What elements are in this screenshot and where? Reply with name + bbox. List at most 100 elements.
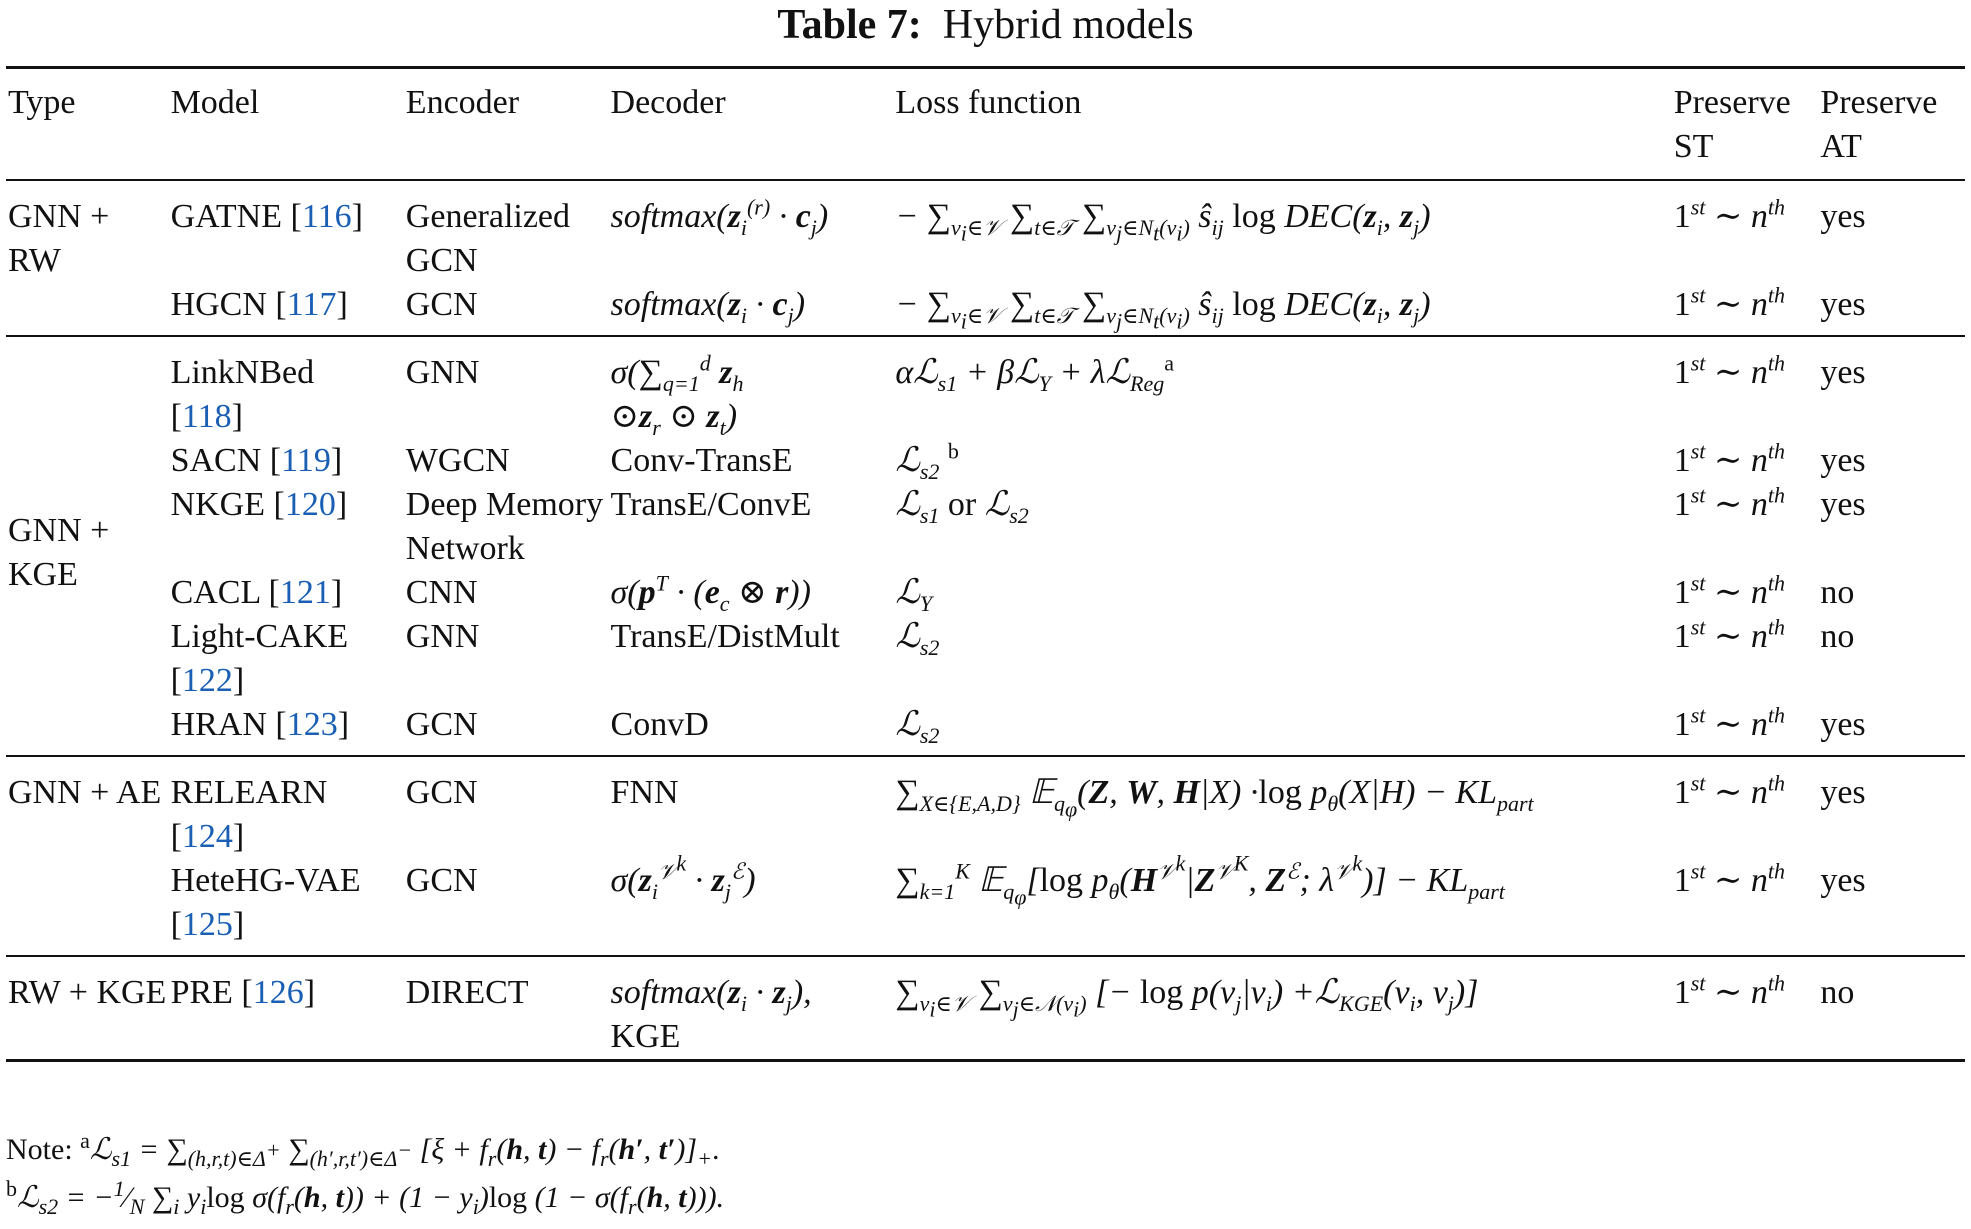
- loss-cell: ℒs2: [895, 618, 940, 660]
- citation-link[interactable]: 118: [181, 398, 232, 435]
- table-notes: Note: aℒs1 = ∑(h,r,t)∈Δ+ ∑(h′,r,t′)∈Δ− […: [6, 1126, 724, 1222]
- type-cell: RW + KGE: [6, 956, 169, 1062]
- encoder-cell: GCN: [403, 283, 609, 337]
- col-header-decoder: Decoder: [608, 66, 894, 181]
- model-cell: CACL [121]: [170, 574, 343, 611]
- model-cell: LinkNBed[118]: [170, 354, 315, 435]
- header-row: Type Model Encoder Decoder Loss function…: [6, 66, 1965, 181]
- decoder-cell: σ(pT · (ec ⊗ r)): [610, 570, 811, 616]
- preserve-st-cell: 1st ∼ nth: [1671, 859, 1819, 957]
- decoder-cell: TransE/DistMult: [610, 618, 840, 655]
- loss-cell: ℒs2 b: [895, 438, 959, 484]
- loss-cell: ∑vi∈𝒱 ∑vj∈𝒩(vi) [− log p(vj|vi) +ℒKGE(vi…: [893, 956, 1672, 1062]
- preserve-at-cell: yes: [1818, 703, 1965, 757]
- table-row: NKGE [120] Deep Memory Network TransE/Co…: [6, 483, 1965, 571]
- citation-link[interactable]: 124: [181, 818, 233, 855]
- decoder-cell: ConvD: [608, 703, 894, 757]
- table-row: CACL [121] CNN σ(pT · (ec ⊗ r)) ℒY 1st ∼…: [6, 571, 1965, 615]
- loss-cell: − ∑vi∈𝒱 ∑t∈𝒯 ∑vj∈Nt(vi) ŝij log DEC(zi, …: [893, 283, 1672, 337]
- preserve-at-cell: no: [1820, 618, 1855, 655]
- citation-link[interactable]: 125: [181, 906, 233, 943]
- col-header-model: Model: [168, 66, 404, 181]
- model-cell: HGCN [117]: [168, 283, 404, 337]
- citation-link[interactable]: 122: [181, 662, 233, 699]
- encoder-cell: GCN: [403, 859, 609, 957]
- decoder-cell: Conv-TransE: [610, 442, 793, 479]
- preserve-st-cell: 1st ∼ nth: [1673, 438, 1785, 479]
- table-row: HGCN [117] GCN softmax(zi · cj) − ∑vi∈𝒱 …: [6, 283, 1965, 337]
- model-cell: RELEARN[124]: [170, 774, 328, 855]
- model-cell: Light-CAKE[122]: [170, 618, 349, 699]
- table-row: RW + KGE PRE [126] DIRECT softmax(zi · z…: [6, 956, 1965, 1062]
- encoder-cell: DIRECT: [403, 956, 609, 1062]
- loss-cell: − ∑vi∈𝒱 ∑t∈𝒯 ∑vj∈Nt(vi) ŝij log DEC(zi, …: [895, 198, 1431, 246]
- decoder-cell: TransE/ConvE: [610, 486, 812, 523]
- note-a: Note: aℒs1 = ∑(h,r,t)∈Δ+ ∑(h′,r,t′)∈Δ− […: [6, 1128, 720, 1171]
- preserve-at-cell: yes: [1818, 859, 1965, 957]
- encoder-cell: WGCN: [405, 442, 510, 479]
- decoder-cell: softmax(zi · cj): [608, 283, 894, 337]
- table-row: GNN + RW GATNE [116] Generalized GCN sof…: [6, 180, 1965, 337]
- decoder-cell: FNN: [610, 774, 679, 811]
- type-cell: GNN + RW: [6, 180, 169, 337]
- loss-cell: ∑X∈{E,A,D} 𝔼qφ(Z, W, H|X) ·log pθ(X|H) −…: [895, 774, 1534, 822]
- encoder-cell: GNN: [405, 618, 480, 655]
- preserve-st-cell: 1st ∼ nth: [1673, 570, 1785, 611]
- model-cell: HeteHG-VAE[125]: [168, 859, 404, 957]
- col-header-loss: Loss function: [893, 66, 1672, 181]
- decoder-cell: σ(∑q=1d zh⊙zr ⊙ zt): [610, 350, 744, 440]
- preserve-at-cell: no: [1818, 956, 1965, 1062]
- preserve-at-cell: yes: [1820, 486, 1866, 523]
- encoder-cell: GCN: [403, 703, 609, 757]
- encoder-cell: Generalized GCN: [405, 198, 571, 279]
- col-header-preserve-st: Preserve ST: [1671, 66, 1819, 181]
- loss-cell: ℒs1 or ℒs2: [895, 486, 1029, 528]
- preserve-at-cell: yes: [1820, 354, 1866, 391]
- preserve-st-cell: 1st ∼ nth: [1671, 703, 1819, 757]
- table-row: GNN + AE RELEARN[124] GCN FNN ∑X∈{E,A,D}…: [6, 756, 1965, 957]
- model-cell: NKGE [120]: [170, 486, 348, 523]
- preserve-st-cell: 1st ∼ nth: [1673, 770, 1785, 811]
- type-cell: GNN + KGE: [6, 336, 169, 757]
- citation-link[interactable]: 119: [281, 442, 331, 479]
- hybrid-models-table: Type Model Encoder Decoder Loss function…: [6, 66, 1965, 1062]
- table-caption: Table 7: Hybrid models: [0, 0, 1971, 50]
- citation-link[interactable]: 126: [252, 974, 304, 1011]
- encoder-cell: GCN: [405, 774, 478, 811]
- preserve-st-cell: 1st ∼ nth: [1673, 350, 1785, 391]
- table-row: GNN + KGE LinkNBed[118] GNN σ(∑q=1d zh⊙z…: [6, 336, 1965, 757]
- col-header-type: Type: [6, 66, 169, 181]
- citation-link[interactable]: 123: [286, 706, 338, 743]
- loss-cell: ∑k=1K 𝔼qφ[log pθ(H𝒱k|Z𝒱K, Zℰ; λ𝒱k)] − KL…: [893, 852, 1672, 957]
- citation-link[interactable]: 116: [301, 198, 352, 235]
- decoder-cell: softmax(zi · zj),KGE: [608, 956, 894, 1062]
- model-cell: SACN [119]: [170, 442, 343, 479]
- table-row: HeteHG-VAE[125] GCN σ(zi𝒱k · zjℰ) ∑k=1K …: [6, 852, 1965, 957]
- col-header-encoder: Encoder: [403, 66, 609, 181]
- decoder-cell: softmax(zi(r) · cj): [610, 194, 829, 240]
- citation-link[interactable]: 121: [279, 574, 331, 611]
- loss-cell: αℒs1 + βℒY + λℒRega: [895, 350, 1174, 396]
- preserve-st-cell: 1st ∼ nth: [1671, 283, 1819, 337]
- loss-cell: ℒY: [895, 574, 933, 616]
- preserve-at-cell: yes: [1820, 442, 1866, 479]
- table-title: Hybrid models: [942, 2, 1194, 48]
- table-row: Light-CAKE[122] GNN TransE/DistMult ℒs2 …: [6, 615, 1965, 703]
- citation-link[interactable]: 120: [284, 486, 336, 523]
- model-cell: HRAN [123]: [168, 703, 404, 757]
- encoder-cell: CNN: [405, 574, 478, 611]
- preserve-at-cell: yes: [1818, 283, 1965, 337]
- decoder-cell: σ(zi𝒱k · zjℰ): [608, 852, 894, 957]
- note-b: bℒs2 = −1⁄N ∑i yilog σ(fr(h, t)) + (1 − …: [6, 1176, 725, 1219]
- type-cell: GNN + AE: [6, 756, 169, 957]
- encoder-cell: GNN: [405, 354, 480, 391]
- encoder-cell: Deep Memory Network: [405, 486, 604, 567]
- table-row: HRAN [123] GCN ConvD ℒs2 1st ∼ nth yes: [6, 703, 1965, 757]
- table-row: SACN [119] WGCN Conv-TransE ℒs2 b 1st ∼ …: [6, 439, 1965, 483]
- preserve-st-cell: 1st ∼ nth: [1673, 194, 1785, 235]
- model-cell: PRE [126]: [168, 956, 404, 1062]
- table-label: Table 7:: [777, 2, 922, 48]
- citation-link[interactable]: 117: [286, 286, 337, 323]
- preserve-st-cell: 1st ∼ nth: [1673, 614, 1785, 655]
- preserve-st-cell: 1st ∼ nth: [1673, 482, 1785, 523]
